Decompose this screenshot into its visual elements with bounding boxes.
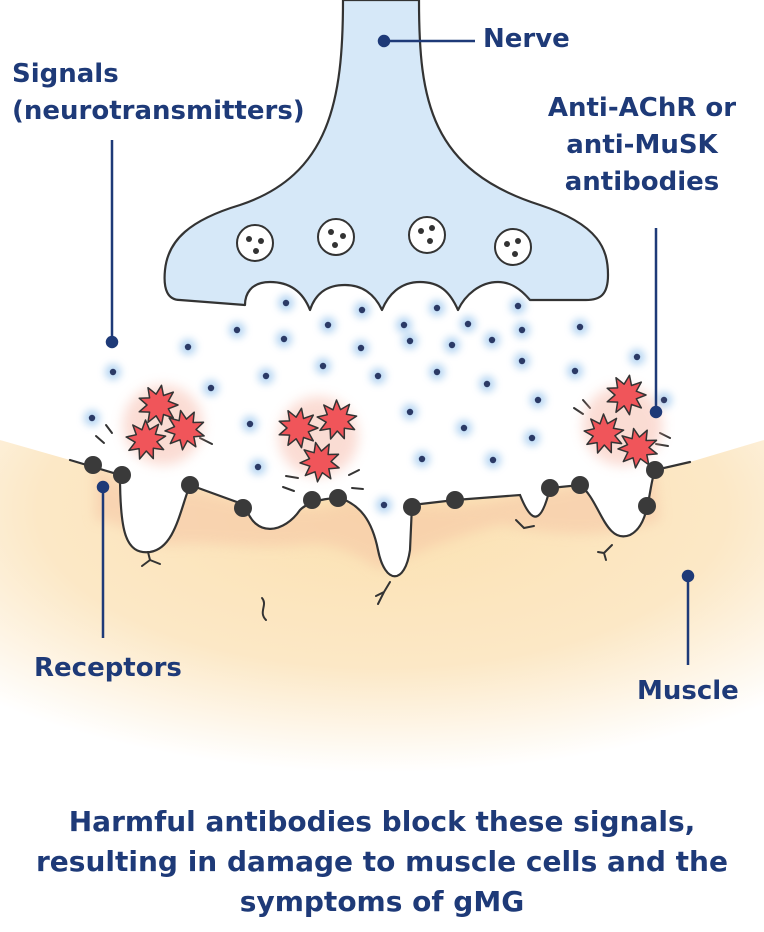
- antibody: [123, 384, 205, 465]
- receptor-icon: [303, 491, 321, 509]
- receptor-icon: [329, 489, 347, 507]
- neurotransmitter: [242, 416, 258, 432]
- muscle-label: Muscle: [637, 673, 739, 710]
- antibodies-label-line1: Anti-AChR or: [547, 93, 737, 123]
- neurotransmitter: [353, 340, 369, 356]
- neurotransmitter: [429, 300, 445, 316]
- receptor-icon: [446, 491, 464, 509]
- neurotransmitter: [567, 363, 583, 379]
- vesicles: [236, 216, 532, 266]
- caption-line1: Harmful antibodies block these signals,: [68, 805, 696, 838]
- receptor-icon: [638, 497, 656, 515]
- nerve-label: Nerve: [483, 21, 570, 58]
- antibodies: [123, 374, 663, 483]
- damage-marks: [141, 519, 613, 621]
- neurotransmitter: [514, 322, 530, 338]
- neurotransmitter: [514, 353, 530, 369]
- neurotransmitter: [456, 420, 472, 436]
- neurotransmitter: [180, 339, 196, 355]
- caption: Harmful antibodies block these signals, …: [0, 802, 764, 922]
- neurotransmitter: [524, 430, 540, 446]
- receptors-label: Receptors: [34, 650, 182, 687]
- nerve-terminal: [163, 0, 610, 312]
- caption-line3: symptoms of gMG: [239, 885, 525, 918]
- antibodies-label: Anti-AChR or anti-MuSK antibodies: [532, 90, 752, 201]
- signals-label-line2: (neurotransmitters): [12, 96, 305, 126]
- antibody: [278, 396, 359, 483]
- neurotransmitter: [629, 349, 645, 365]
- receptor-icon: [571, 476, 589, 494]
- neurotransmitter: [460, 316, 476, 332]
- signals-label-line1: Signals: [12, 59, 119, 89]
- caption-line2: resulting in damage to muscle cells and …: [36, 845, 728, 878]
- neurotransmitter: [354, 302, 370, 318]
- neurotransmitter: [530, 392, 546, 408]
- block-marks: [95, 399, 671, 492]
- neurotransmitter: [402, 333, 418, 349]
- receptors: [84, 456, 664, 517]
- receptor-icon: [541, 479, 559, 497]
- receptor-icon: [646, 461, 664, 479]
- neurotransmitter: [203, 380, 219, 396]
- neurotransmitter: [315, 358, 331, 374]
- neurotransmitter: [229, 322, 245, 338]
- neurotransmitter: [484, 332, 500, 348]
- neurotransmitter: [250, 459, 266, 475]
- receptor-icon: [181, 476, 199, 494]
- antibodies-label-line3: antibodies: [564, 167, 720, 197]
- neurotransmitter: [414, 451, 430, 467]
- neurotransmitter: [376, 497, 392, 513]
- membrane-outline: [68, 458, 692, 578]
- nerve-label-text: Nerve: [483, 24, 570, 54]
- neurotransmitter: [276, 331, 292, 347]
- antibodies-label-line2: anti-MuSK: [566, 130, 718, 160]
- neurotransmitter: [278, 295, 294, 311]
- receptors-label-text: Receptors: [34, 653, 182, 683]
- neurotransmitter: [429, 364, 445, 380]
- antibody: [582, 374, 663, 469]
- receptor-icon: [84, 456, 102, 474]
- neurotransmitter: [396, 317, 412, 333]
- receptor-icon: [113, 466, 131, 484]
- receptor-icon: [234, 499, 252, 517]
- neurotransmitter: [479, 376, 495, 392]
- neurotransmitter: [320, 317, 336, 333]
- neurotransmitter: [485, 452, 501, 468]
- neurotransmitter: [510, 298, 526, 314]
- neurotransmitter: [84, 410, 100, 426]
- neurotransmitter: [258, 368, 274, 384]
- muscle-label-text: Muscle: [637, 676, 739, 706]
- neurotransmitters: [84, 295, 672, 513]
- signals-label: Signals (neurotransmitters): [12, 56, 305, 130]
- neurotransmitter: [402, 404, 418, 420]
- neurotransmitter: [370, 368, 386, 384]
- neurotransmitter: [444, 337, 460, 353]
- receptor-icon: [403, 498, 421, 516]
- leader-lines: [96, 34, 695, 665]
- neurotransmitter: [105, 364, 121, 380]
- neurotransmitter: [572, 319, 588, 335]
- neurotransmitter: [656, 392, 672, 408]
